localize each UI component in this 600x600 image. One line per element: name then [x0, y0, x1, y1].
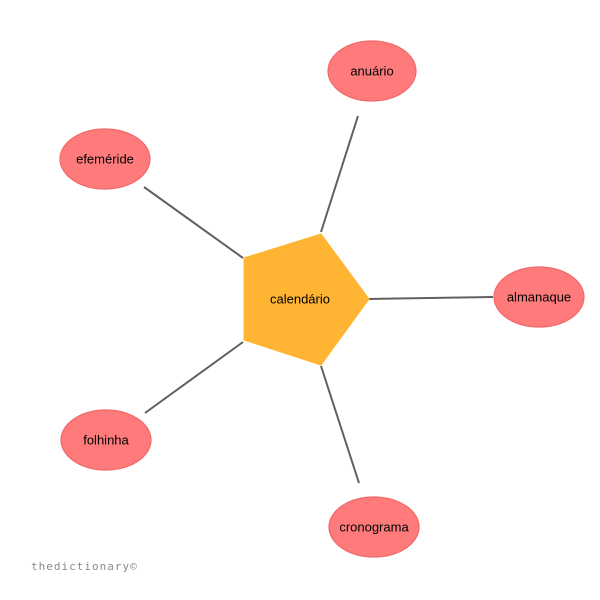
node-anuario-label: anuário — [350, 64, 393, 79]
node-efemeride[interactable]: efeméride — [59, 128, 151, 190]
watermark-text: thedictionary© — [31, 560, 138, 573]
edge-almanaque — [368, 296, 494, 300]
edge-anuario — [320, 115, 359, 233]
node-efemeride-shape — [59, 128, 151, 190]
edge-folhinha — [144, 341, 244, 414]
node-folhinha[interactable]: folhinha — [60, 409, 152, 471]
node-cronograma[interactable]: cronograma — [328, 496, 420, 558]
node-folhinha-shape — [60, 409, 152, 471]
center-node-label: calendário — [270, 292, 330, 307]
node-anuario[interactable]: anuário — [327, 40, 417, 102]
center-node[interactable]: calendário — [243, 233, 370, 366]
node-anuario-shape — [327, 40, 417, 102]
edge-efemeride — [143, 186, 244, 259]
node-efemeride-label: efeméride — [76, 152, 134, 167]
edge-cronograma — [320, 365, 360, 484]
node-cronograma-label: cronograma — [339, 520, 409, 535]
node-almanaque[interactable]: almanaque — [493, 266, 585, 328]
node-cronograma-shape — [328, 496, 420, 558]
center-pentagon-shape — [243, 233, 370, 366]
node-folhinha-label: folhinha — [83, 433, 129, 448]
node-almanaque-shape — [493, 266, 585, 328]
node-almanaque-label: almanaque — [507, 290, 571, 305]
